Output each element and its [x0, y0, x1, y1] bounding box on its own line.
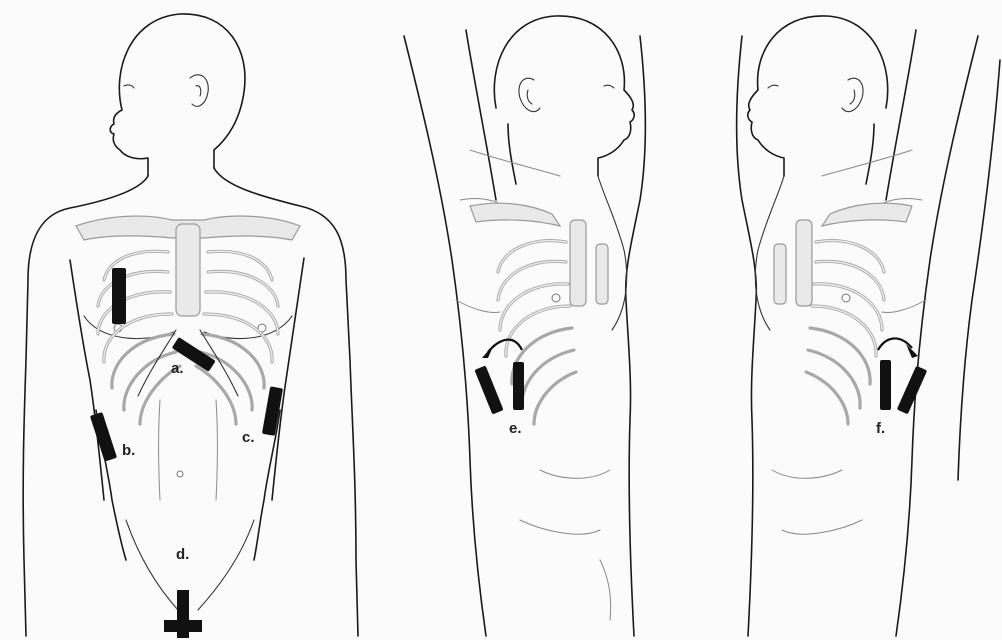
label-e: e.	[509, 420, 522, 437]
front-view-figure	[23, 14, 358, 636]
side2-arm-far	[958, 60, 1000, 480]
right-side-view-figure	[404, 16, 645, 636]
front-torso-outline	[23, 176, 148, 636]
side1-arm-back	[404, 36, 486, 636]
front-ribcage	[76, 216, 300, 424]
front-head-outline	[110, 14, 245, 176]
side1-arm-front	[626, 36, 646, 636]
front-ear	[190, 75, 208, 107]
electrode-pad-right-infraclavicular	[112, 268, 126, 324]
electrode-pad-e-vertical	[513, 362, 524, 410]
label-f: f.	[876, 420, 885, 437]
rotation-arrow-f	[878, 338, 918, 358]
label-c: c.	[242, 429, 255, 446]
side1-ear	[519, 78, 540, 111]
side1-eye	[604, 85, 614, 88]
electrode-pad-d	[164, 590, 202, 638]
side1-arm-inner	[466, 30, 496, 200]
front-left-arm-inner	[70, 260, 104, 500]
electrode-pad-e-rotated	[474, 365, 503, 414]
front-navel	[177, 471, 183, 477]
label-a: a.	[171, 360, 184, 377]
side2-arm-inner	[886, 30, 916, 200]
label-d: d.	[176, 546, 189, 563]
side2-arm-front	[737, 36, 757, 636]
side2-eye	[768, 85, 778, 88]
rotation-arrow-e	[482, 340, 522, 358]
left-side-view-figure	[737, 16, 1000, 636]
front-right-arm-inner	[272, 258, 304, 500]
side2-ribcage	[774, 203, 912, 424]
side2-ear	[842, 78, 863, 111]
side2-head-outline	[748, 16, 888, 184]
front-abdomen-line	[159, 400, 218, 500]
label-b: b.	[122, 442, 135, 459]
front-groin-lines	[126, 520, 254, 610]
side2-arm-back	[896, 36, 978, 636]
electrode-pad-f-vertical	[880, 360, 891, 410]
side1-head-outline	[494, 16, 634, 184]
electrode-pad-b	[90, 412, 117, 462]
electrode-pad-f-rotated	[897, 366, 927, 415]
front-eye	[124, 85, 134, 88]
